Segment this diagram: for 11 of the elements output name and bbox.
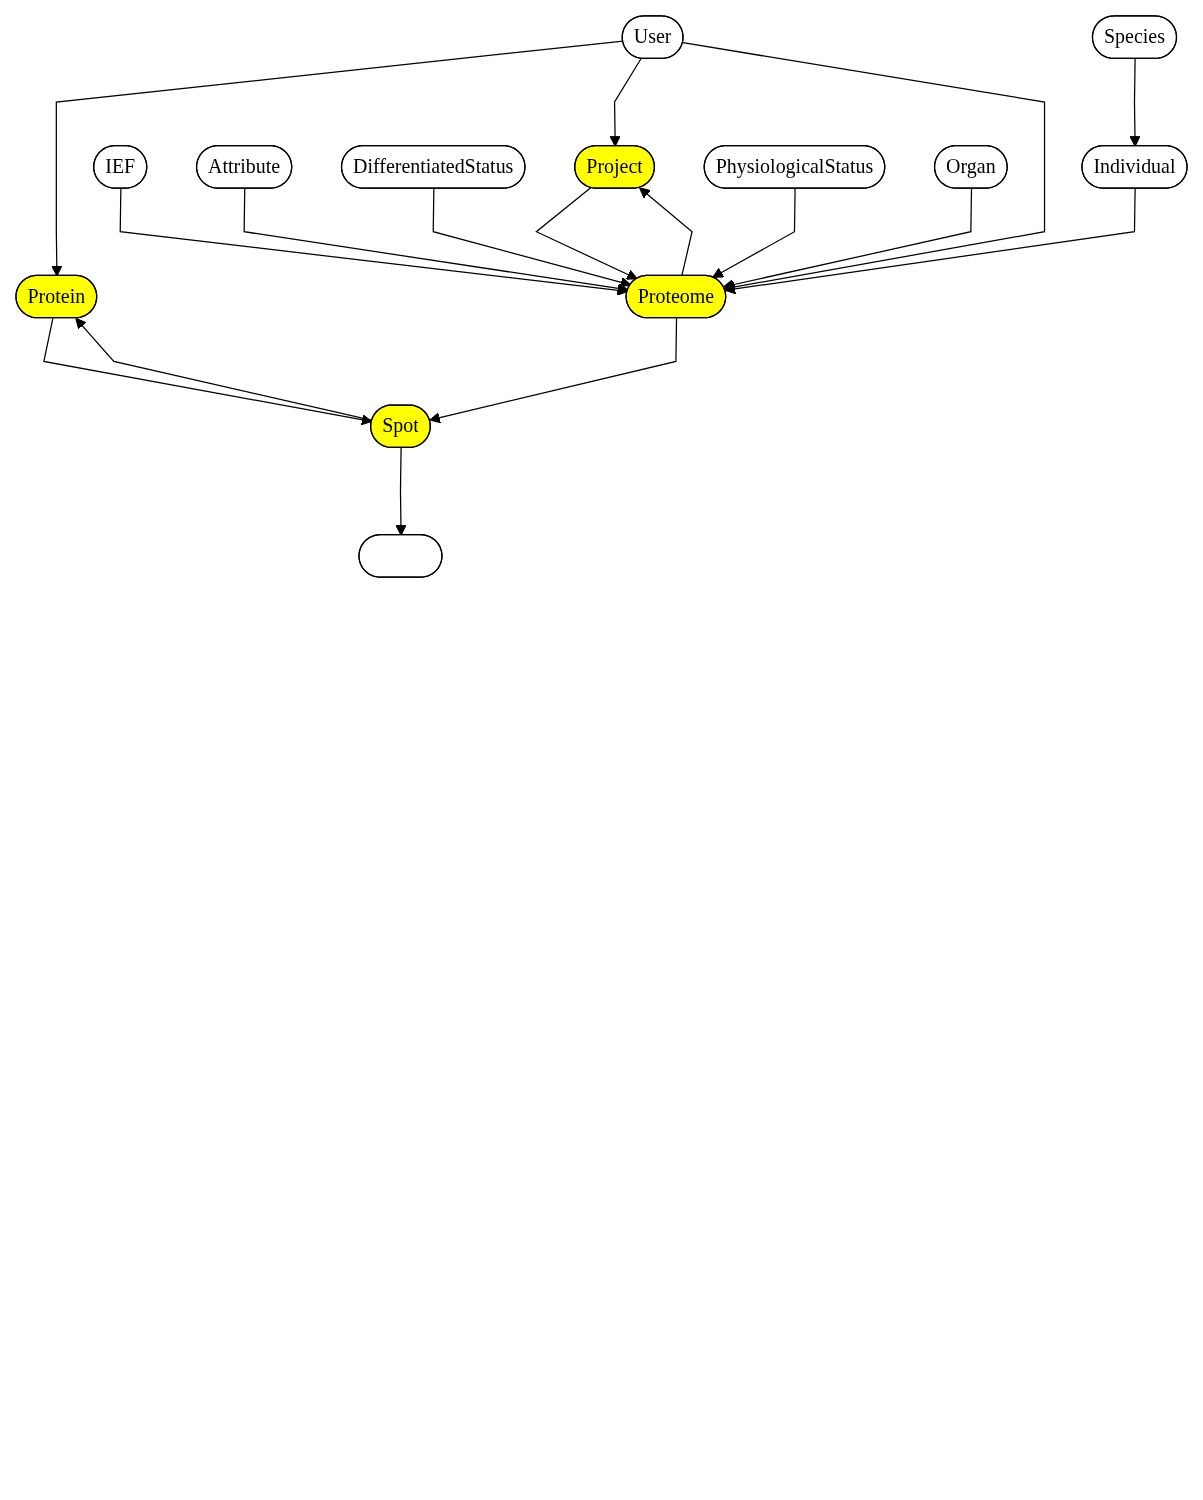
arrow <box>429 317 678 424</box>
arrow <box>724 188 1136 295</box>
arrow <box>535 187 638 280</box>
arrow <box>712 188 796 278</box>
arrow <box>723 188 973 290</box>
arrow <box>119 188 629 296</box>
arrow <box>609 58 642 147</box>
arrow <box>432 188 632 288</box>
arrow <box>1129 58 1141 147</box>
arrow <box>395 447 407 536</box>
arrow <box>639 187 693 277</box>
